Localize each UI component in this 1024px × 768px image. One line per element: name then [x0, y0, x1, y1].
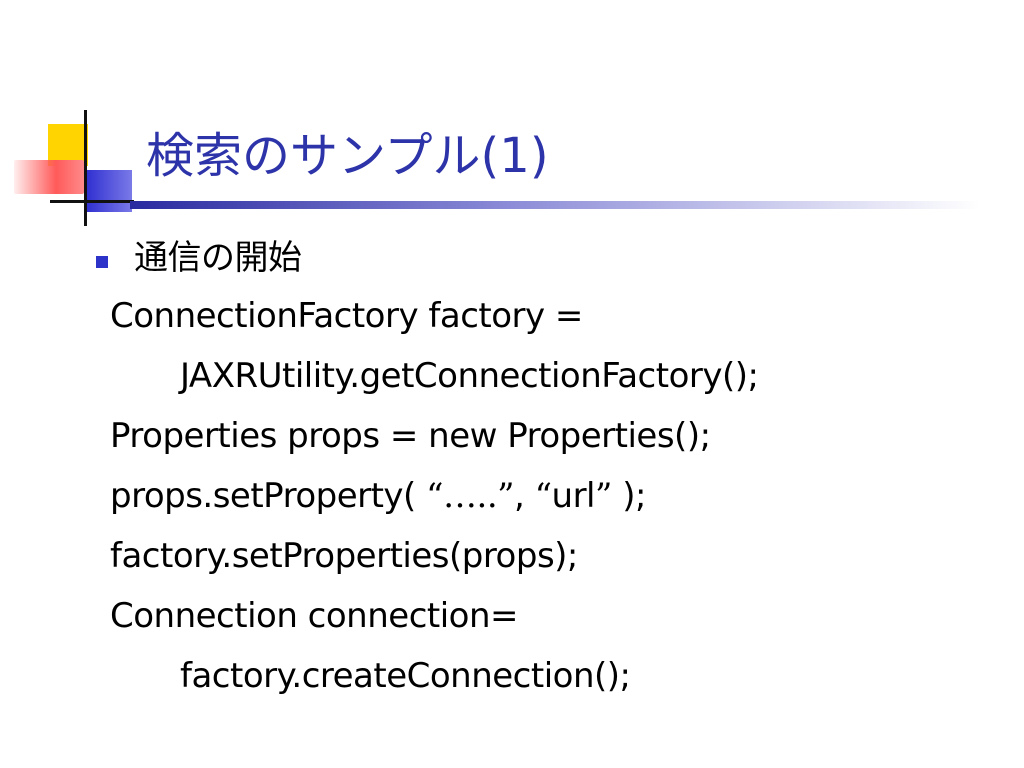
code-line-4-comma: ,: [514, 476, 535, 516]
logo-yellow-square: [48, 124, 88, 166]
logo-horizontal-line: [50, 200, 134, 203]
slide-title: 検索のサンプル(1): [146, 128, 549, 184]
bullet-text: 通信の開始: [134, 238, 302, 278]
code-line-7: factory.createConnection();: [180, 656, 631, 696]
logo-red-square: [14, 160, 84, 194]
code-line-4-url: url: [551, 476, 596, 516]
code-line-5: factory.setProperties(props);: [110, 536, 578, 576]
bullet-square-icon: [96, 256, 108, 268]
code-line-4-start: props.setProperty(: [110, 476, 427, 516]
code-line-4-open-quote: “: [534, 476, 552, 516]
code-line-4-end: );: [611, 476, 646, 516]
corner-logo: [0, 0, 140, 240]
logo-blue-square: [84, 170, 132, 212]
code-line-4-quoted-placeholder: “…..”: [426, 476, 515, 516]
code-line-1: ConnectionFactory factory =: [110, 296, 583, 336]
logo-vertical-line: [84, 110, 87, 226]
code-line-4-close-quote: ”: [595, 476, 612, 516]
title-underline: [130, 201, 980, 209]
code-line-3: Properties props = new Properties();: [110, 416, 711, 456]
code-line-2: JAXRUtility.getConnectionFactory();: [180, 356, 759, 396]
code-line-4: props.setProperty( “…..”, “url” );: [110, 474, 646, 518]
code-line-6: Connection connection=: [110, 596, 519, 636]
